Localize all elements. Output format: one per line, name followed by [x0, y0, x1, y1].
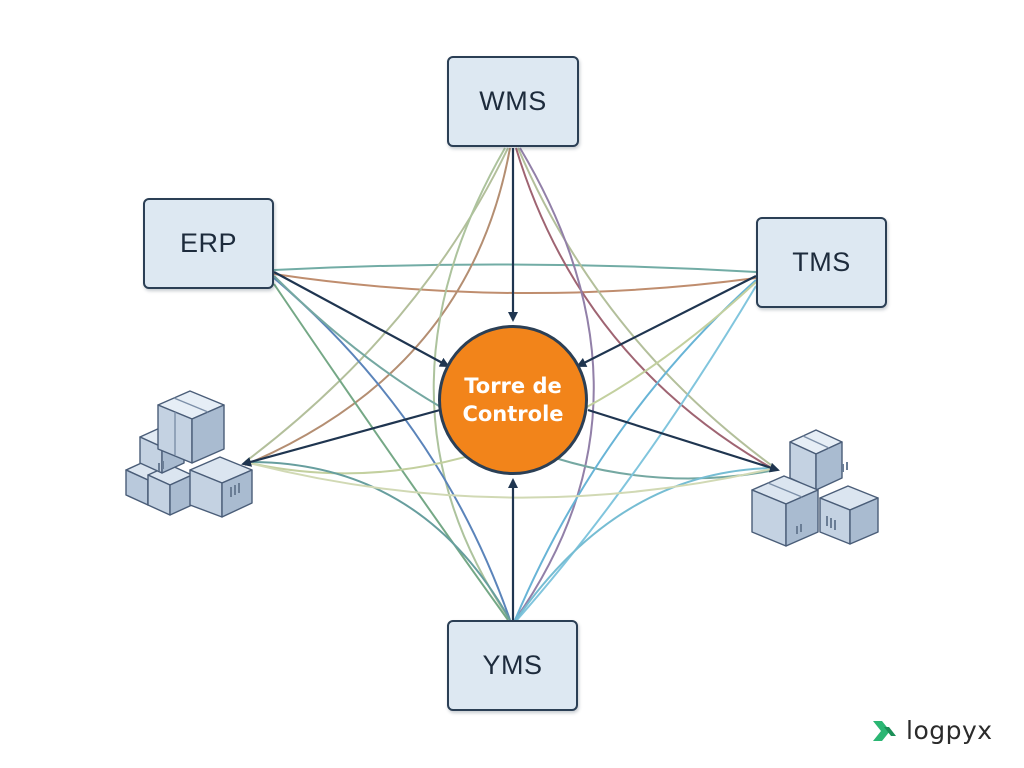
curve-yms-leftcrates — [244, 460, 511, 621]
arrow-hub-to-rightcrates — [587, 408, 780, 473]
curve-wms-leftcrates-brown — [244, 147, 511, 466]
arrow-hub-to-leftcrates — [241, 408, 441, 467]
curve-tms-yms-lightblue — [516, 285, 757, 621]
brand-logo: logpyx — [870, 716, 993, 745]
control-tower-hub: Torre de Controle — [438, 325, 588, 475]
curve-erp-tms-teal — [273, 263, 757, 273]
curve-wms-yms-b — [514, 147, 595, 621]
curve-wms-leftcrates-olive — [244, 147, 509, 463]
curve-wms-yms-a — [432, 147, 511, 621]
hub-label: Torre de Controle — [448, 372, 578, 428]
stacked-boxes-icon — [751, 429, 879, 547]
logpyx-logo-icon — [873, 720, 896, 741]
curve-wms-rightcrates-olive — [517, 147, 776, 469]
curve-wms-rightcrates-maroon — [515, 147, 776, 471]
system-box-tms: TMS — [756, 217, 887, 308]
system-box-wms: WMS — [447, 56, 579, 147]
hub-label-line2: Controle — [462, 402, 564, 426]
curve-erp-tms-brown — [273, 273, 757, 295]
system-label-wms: WMS — [479, 86, 547, 116]
system-box-erp: ERP — [143, 198, 274, 289]
curve-erp-yms-green — [273, 283, 509, 621]
hub-label-line1: Torre de — [464, 374, 562, 398]
arrow-tms-to-hub — [576, 275, 757, 367]
system-label-erp: ERP — [179, 228, 238, 258]
curve-yms-rightcrates — [515, 467, 776, 621]
system-label-yms: YMS — [482, 650, 543, 680]
arrow-erp-to-hub — [273, 271, 450, 367]
brand-name: logpyx — [906, 716, 993, 745]
curve-leftcrates-rightcrates — [244, 461, 776, 499]
system-label-tms: TMS — [792, 247, 851, 277]
system-box-yms: YMS — [447, 620, 578, 711]
stacked-boxes-icon — [125, 390, 253, 518]
